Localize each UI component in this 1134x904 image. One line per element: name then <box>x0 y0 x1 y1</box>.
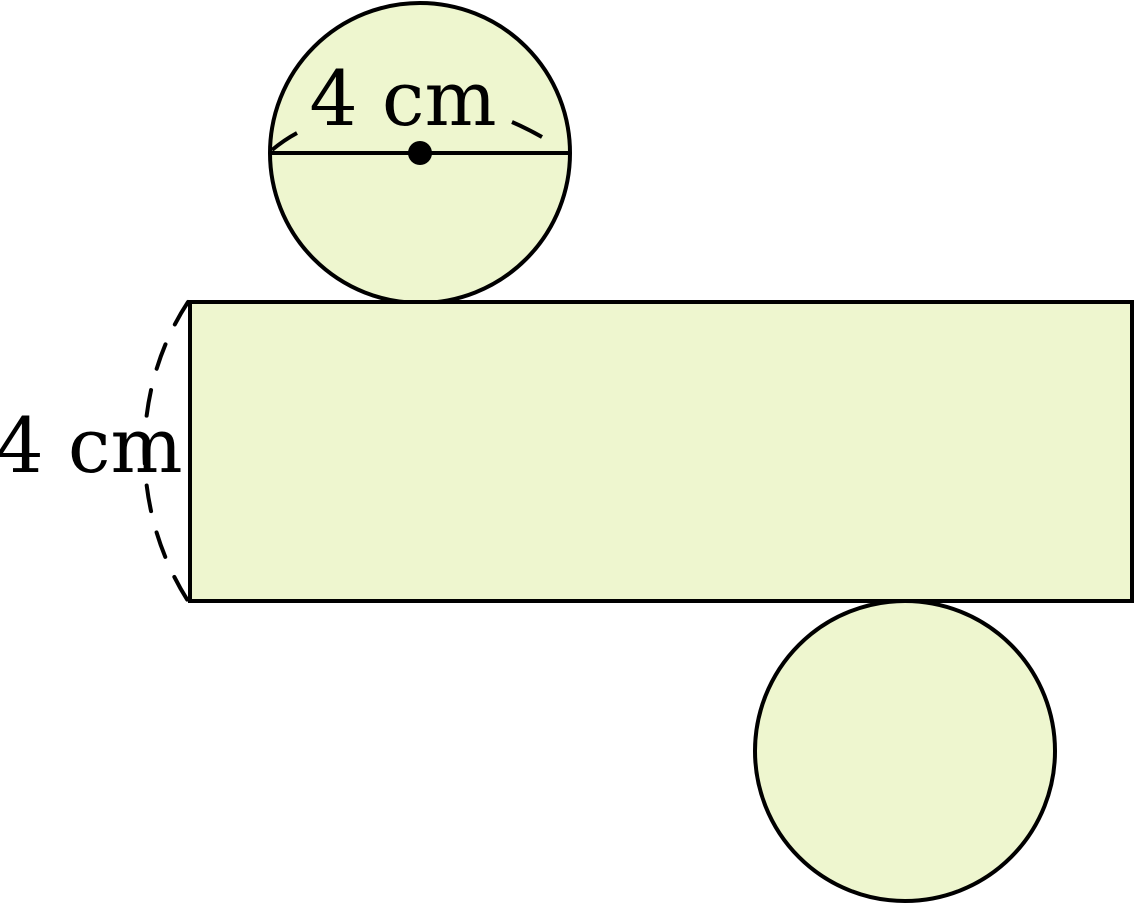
lateral-rectangle <box>188 300 1134 603</box>
diameter-arc-right <box>511 120 543 139</box>
top-circle-diameter-label: 4 cm <box>309 54 496 143</box>
top-circle-center-point <box>408 141 432 165</box>
height-label: 4 cm <box>0 401 183 490</box>
diameter-arc-left <box>270 131 298 152</box>
bottom-circle <box>753 599 1057 903</box>
height-brace <box>142 300 190 603</box>
